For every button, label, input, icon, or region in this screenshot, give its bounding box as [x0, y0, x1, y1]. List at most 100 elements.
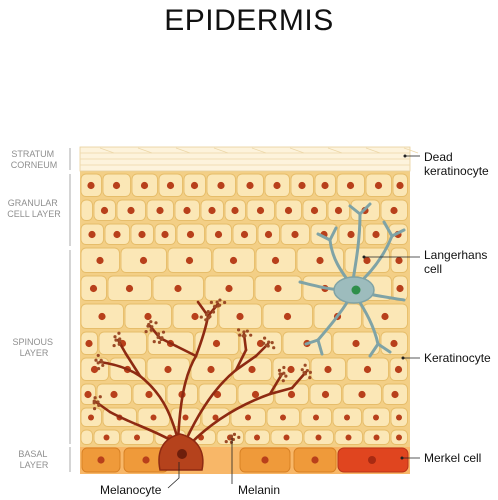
stratum-corneum-sheets — [79, 146, 419, 172]
melanin-granule — [231, 437, 235, 442]
keratinocyte-nucleus — [347, 230, 355, 239]
callout-langerhans: Langerhans cell — [424, 248, 491, 276]
keratinocyte-nucleus — [212, 414, 219, 421]
keratinocyte-nucleus — [264, 230, 273, 239]
melanin-granule — [279, 373, 283, 378]
melanin-granule — [242, 330, 246, 334]
keratinocyte-nucleus — [287, 365, 295, 374]
keratinocyte-nucleus — [84, 390, 92, 399]
keratinocyte-nucleus — [334, 206, 343, 215]
keratinocyte-nucleus — [246, 181, 254, 190]
melanocyte-dendrite — [184, 368, 238, 442]
melanin-granule — [160, 336, 164, 340]
callout-melanocyte: Melanocyte — [100, 483, 162, 497]
melanin-granule — [156, 332, 161, 336]
langerhans-dendrite — [328, 226, 338, 242]
melanin-granule — [267, 340, 271, 344]
keratinocyte-nucleus — [324, 365, 332, 374]
melanin-granule — [96, 367, 101, 371]
melanin-granule — [217, 303, 222, 307]
keratinocyte-nucleus — [358, 390, 366, 399]
melanin-granule — [204, 318, 208, 322]
merkel-cell-nucleus — [368, 456, 376, 464]
callout-labels: Dead keratinocyte Langerhans cell Kerati… — [100, 150, 491, 497]
label-stratum-corneum: STRATUM CORNEUM — [11, 149, 58, 170]
keratinocyte-nucleus — [344, 414, 350, 421]
melanin-granule — [92, 407, 97, 411]
langerhans-cell — [298, 202, 406, 358]
melanin-granule — [92, 401, 96, 405]
melanin-granule — [282, 365, 286, 370]
melanin-granule — [99, 358, 103, 362]
langerhans-dendrite — [358, 202, 372, 216]
melanin-granule — [245, 329, 249, 333]
melanin-granule — [300, 368, 304, 372]
melanin-granule — [208, 314, 212, 319]
melanin-granule — [243, 334, 247, 338]
melanin-granule — [284, 374, 288, 378]
melanocyte-nucleus — [177, 449, 187, 459]
keratinocyte-nucleus — [390, 206, 398, 215]
melanin-granule — [146, 324, 150, 328]
keratinocyte-nucleus — [183, 206, 191, 215]
keratinocyte-cell — [80, 429, 93, 445]
keratinocyte-nucleus — [103, 434, 110, 441]
keratinocyte-nucleus — [140, 181, 149, 190]
callout-leaders — [167, 154, 420, 489]
keratinocyte-nucleus — [396, 414, 402, 421]
keratinocyte-nucleus — [321, 390, 330, 399]
keratinocyte-nucleus — [315, 434, 322, 441]
melanocyte-dendrite — [124, 352, 142, 378]
keratinocyte-nucleus — [134, 434, 140, 441]
keratinocyte-nucleus — [283, 434, 290, 441]
melanin-granule — [96, 353, 100, 358]
melanin-granule — [93, 396, 97, 400]
melanin-granule — [281, 379, 285, 383]
callout-merkel-cell: Merkel cell — [424, 451, 481, 465]
keratinocyte-nucleus — [231, 206, 239, 215]
keratinocyte-nucleus — [110, 390, 118, 399]
melanin-granule — [149, 328, 153, 332]
melanin-granule — [232, 432, 237, 436]
melanin-granule — [277, 368, 282, 372]
corneum-sheet-seam — [213, 147, 229, 154]
melanin-granule — [209, 300, 214, 304]
melanin-granule — [266, 344, 270, 348]
keratinocyte-nucleus — [256, 339, 265, 348]
melanin-granule — [152, 340, 156, 344]
keratinocyte-nucleus — [150, 414, 157, 421]
melanin-granule — [211, 310, 216, 314]
melanin-granule — [113, 335, 117, 339]
melanin-granule — [303, 372, 308, 376]
langerhans-dendrite — [348, 204, 362, 216]
langerhans-dendrite — [316, 338, 324, 356]
basal-cell-nucleus — [97, 456, 105, 464]
melanocyte-cell — [94, 300, 308, 471]
melanin-granule — [112, 343, 116, 348]
keratinocyte-nucleus — [396, 181, 404, 190]
melanin-granule — [223, 300, 227, 305]
melanocyte-dendrite — [234, 354, 258, 372]
diagram-title: EPIDERMIS — [164, 4, 334, 37]
keratinocyte-nucleus — [207, 365, 215, 374]
keratinocyte-nucleus — [88, 414, 94, 421]
melanocyte-dendrite — [98, 360, 142, 378]
keratinocyte-nucleus — [144, 312, 152, 321]
corneum-sheet-seam — [175, 147, 191, 154]
melanocyte-dendrite — [268, 372, 284, 396]
melanin-granule — [249, 333, 253, 337]
keratinocyte-nucleus — [240, 230, 249, 239]
melanin-granule — [96, 400, 100, 404]
melanocyte-dendrite — [290, 370, 308, 390]
keratinocyte-nucleus — [88, 230, 96, 239]
langerhans-nucleus — [351, 285, 361, 295]
callout-melanin: Melanin — [238, 483, 280, 497]
basal-cell-nucleus — [311, 456, 319, 464]
keratinocyte-nucleus — [214, 230, 223, 239]
corneum-sheet-seam — [137, 147, 153, 154]
keratinocyte-nucleus — [287, 390, 296, 399]
keratinocyte-nucleus — [208, 206, 216, 215]
keratinocyte-nucleus — [395, 256, 403, 265]
keratinocyte-nucleus — [229, 256, 238, 265]
